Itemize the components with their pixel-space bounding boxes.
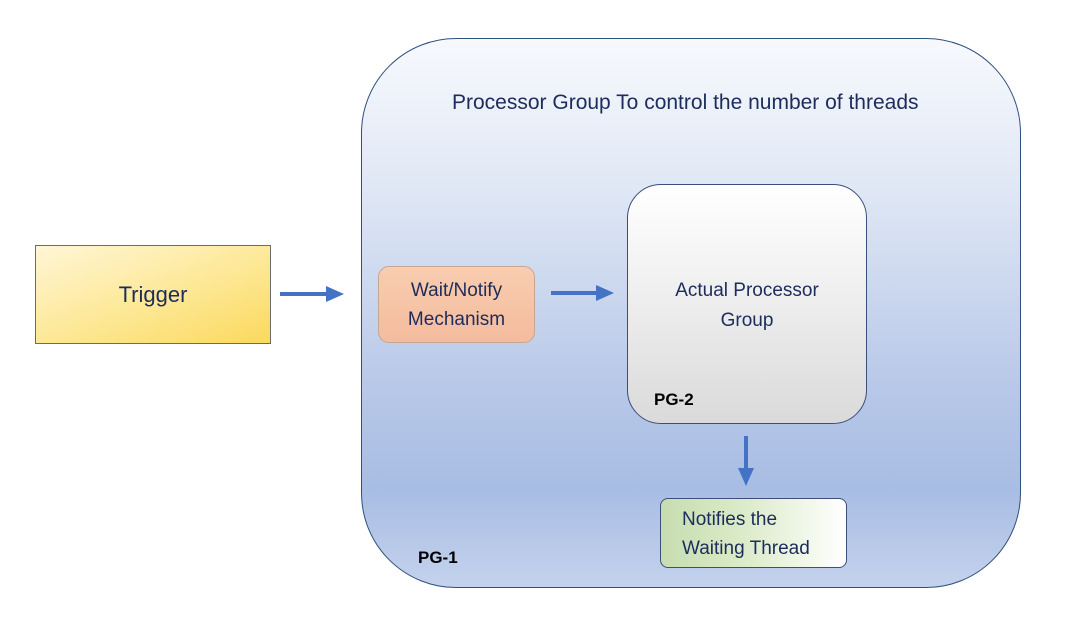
wait-notify-box: Wait/Notify Mechanism	[378, 266, 535, 343]
pg2-title: Actual Processor Group	[627, 276, 867, 336]
pg1-label: PG-1	[418, 548, 458, 567]
notifies-label: Notifies the Waiting Thread	[682, 505, 842, 563]
wait-notify-label-line2: Mechanism	[407, 308, 506, 330]
notifies-label-line1: Notifies the	[682, 509, 778, 530]
pg2-title-line1: Actual Processor	[675, 280, 819, 301]
trigger-box: Trigger	[35, 245, 271, 344]
wait-notify-label: Wait/Notify Mechanism	[408, 276, 505, 334]
trigger-label: Trigger	[118, 281, 188, 307]
notifies-box	[660, 498, 847, 568]
pg2-box	[627, 184, 867, 424]
wait-notify-label-line1: Wait/Notify	[410, 279, 503, 301]
pg2-label: PG-2	[654, 390, 694, 409]
pg2-title-line2: Group	[720, 310, 774, 331]
notifies-label-line2: Waiting Thread	[682, 538, 810, 559]
pg1-title: Processor Group To control the number of…	[452, 91, 919, 114]
